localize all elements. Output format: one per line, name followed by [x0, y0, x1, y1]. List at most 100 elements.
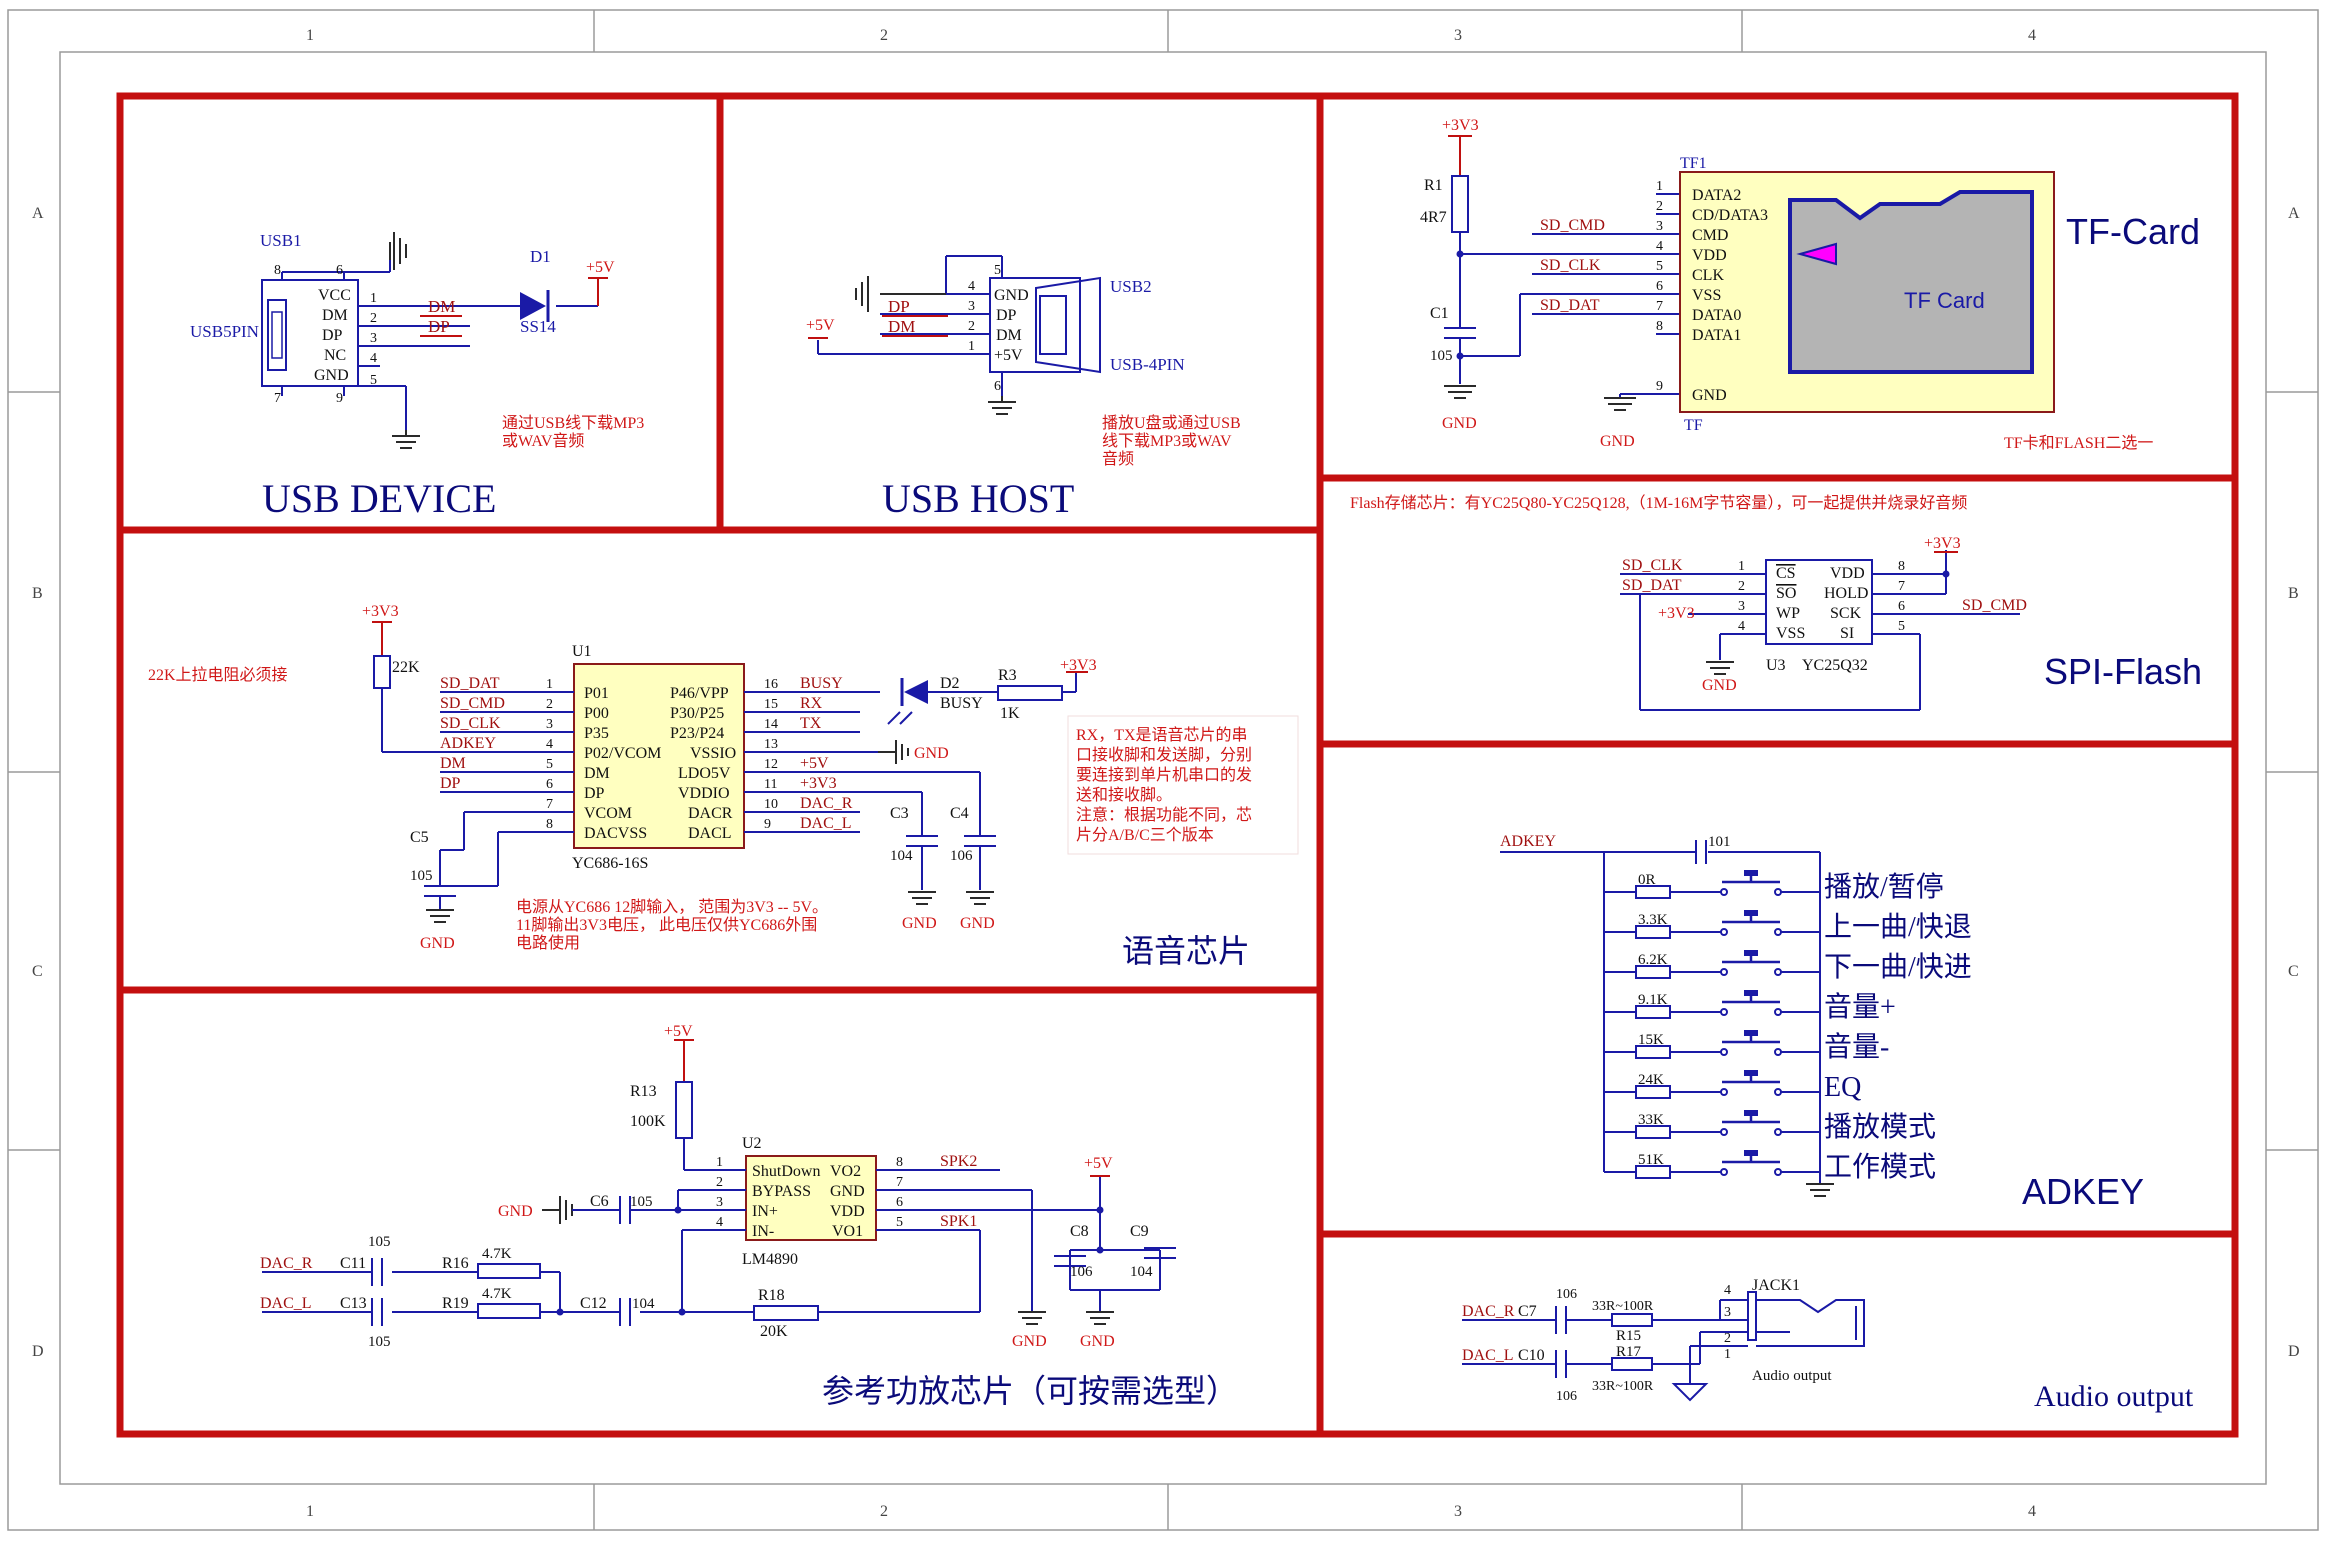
c3-capacitor [906, 835, 938, 847]
gnd-icon [1604, 397, 1636, 411]
svg-text:3: 3 [1738, 599, 1745, 614]
adkey-net: ADKEY [1500, 833, 1556, 850]
svg-text:7: 7 [896, 1175, 903, 1190]
voice-power: +3V3 [362, 603, 399, 620]
gnd-icon [1086, 1311, 1114, 1325]
col-label: 3 [1454, 27, 1462, 44]
adkey-cap-val: 101 [1708, 834, 1731, 850]
r3-resistor [997, 685, 1063, 701]
row-label: D [32, 1343, 44, 1360]
col-label: 2 [880, 1503, 888, 1520]
adkey-key-label: EQ [1824, 1072, 1861, 1103]
flash-net-cmd: SD_CMD [1962, 597, 2027, 614]
svg-text:1: 1 [968, 339, 975, 354]
flash-net-clk: SD_CLK [1622, 557, 1683, 574]
svg-text:2: 2 [546, 697, 553, 712]
svg-text:DATA1: DATA1 [1692, 327, 1741, 344]
gnd-icon [389, 232, 407, 270]
svg-text:2: 2 [1724, 1331, 1731, 1346]
svg-text:15: 15 [764, 697, 778, 712]
usb1-pin-vcc: VCC [318, 287, 351, 304]
jack1-part: Audio output [1752, 1368, 1832, 1384]
u1-net-sd-dat: SD_DAT [440, 675, 500, 692]
row-label: D [2288, 1343, 2300, 1360]
svg-text:4: 4 [968, 279, 975, 294]
usb2-plug-icon [1039, 295, 1067, 355]
audio-output-title: Audio output [2034, 1380, 2194, 1413]
r1-ref: R1 [1424, 177, 1443, 194]
usb1-pin-nc: NC [324, 347, 346, 364]
usb2-pin-5v: +5V [994, 347, 1023, 364]
audio-output-section: JACK1 DAC_R DAC_L C7 C10 106 106 33R~ [1462, 1277, 2194, 1413]
u1-net-3v3: +3V3 [800, 775, 837, 792]
svg-text:CS: CS [1776, 565, 1796, 582]
d1-part: SS14 [520, 317, 556, 336]
adkey-resistor-val: 51K [1638, 1152, 1664, 1168]
frame-labels: 1 2 3 4 1 2 3 4 A B C D A B C D [32, 27, 2300, 1520]
svg-text:8: 8 [896, 1155, 903, 1170]
gnd-icon [1806, 1183, 1834, 1197]
gnd-icon [426, 909, 454, 923]
r19-resistor [477, 1303, 541, 1319]
c8-val: 106 [1070, 1264, 1093, 1280]
svg-text:GND: GND [960, 915, 995, 932]
svg-text:DP: DP [584, 785, 605, 802]
c12-capacitor [619, 1298, 631, 1326]
gnd-icon [908, 891, 936, 905]
svg-text:SO: SO [1776, 585, 1796, 602]
adkey-resistor-val: 9.1K [1638, 992, 1668, 1008]
svg-text:LDO5V: LDO5V [678, 765, 731, 782]
adkey-resistor-val: 24K [1638, 1072, 1664, 1088]
svg-text:GND: GND [1692, 387, 1727, 404]
svg-text:1: 1 [716, 1155, 723, 1170]
svg-text:13: 13 [764, 737, 778, 752]
gnd-icon [988, 396, 1016, 415]
col-label: 4 [2028, 27, 2036, 44]
svg-text:DACL: DACL [688, 825, 732, 842]
voice-gnd2: GND [914, 745, 949, 762]
c5-ref: C5 [410, 829, 429, 846]
svg-text:片分A/B/C三个版本: 片分A/B/C三个版本 [1076, 826, 1214, 844]
svg-text:DACR: DACR [688, 805, 733, 822]
r3-val: 1K [1000, 705, 1020, 722]
adkey-key-label: 音量- [1824, 1031, 1889, 1063]
svg-text:GND: GND [1080, 1333, 1115, 1350]
svg-text:BYPASS: BYPASS [752, 1183, 811, 1200]
svg-text:4: 4 [1656, 239, 1663, 254]
svg-text:10: 10 [764, 797, 778, 812]
r19-val: 4.7K [482, 1286, 512, 1302]
u3-ref: U3 [1766, 657, 1786, 674]
svg-text:9: 9 [1656, 379, 1663, 394]
svg-text:注意：根据功能不同，芯: 注意：根据功能不同，芯 [1076, 805, 1252, 824]
usb1-note-2: 或WAV音频 [502, 432, 584, 450]
c6-val: 105 [630, 1194, 653, 1210]
gnd-icon [966, 891, 994, 905]
svg-text:6: 6 [546, 777, 553, 792]
u3-part: YC25Q32 [1802, 657, 1868, 674]
c3-ref: C3 [890, 805, 909, 822]
c8-capacitor [1054, 1255, 1086, 1267]
usb2-power: +5V [806, 317, 835, 334]
audio-net-dac-r: DAC_R [1462, 1303, 1515, 1320]
svg-text:1: 1 [1738, 559, 1745, 574]
row-label: A [2288, 205, 2300, 222]
c6-ref: C6 [590, 1193, 609, 1210]
usb1-part: USB5PIN [190, 322, 259, 341]
svg-text:1: 1 [1724, 1347, 1731, 1362]
adkey-key-label: 工作模式 [1824, 1151, 1936, 1183]
amp-title: 参考功放芯片（可按需选型） [822, 1373, 1238, 1409]
svg-text:11: 11 [764, 777, 777, 792]
gnd-icon [1444, 385, 1476, 399]
r3-ref: R3 [998, 667, 1017, 684]
usb-device-title: USB DEVICE [262, 476, 496, 521]
usb1-net-dp: DP [428, 317, 450, 336]
svg-text:7: 7 [1656, 299, 1663, 314]
svg-text:送和接收脚。: 送和接收脚。 [1076, 786, 1172, 804]
tf-note: TF卡和FLASH二选一 [2004, 434, 2153, 452]
r16-resistor [477, 1263, 541, 1279]
adkey-key-label: 播放模式 [1824, 1111, 1936, 1143]
u3-chip [1765, 559, 1873, 645]
amp-net-spk2: SPK2 [940, 1153, 977, 1170]
